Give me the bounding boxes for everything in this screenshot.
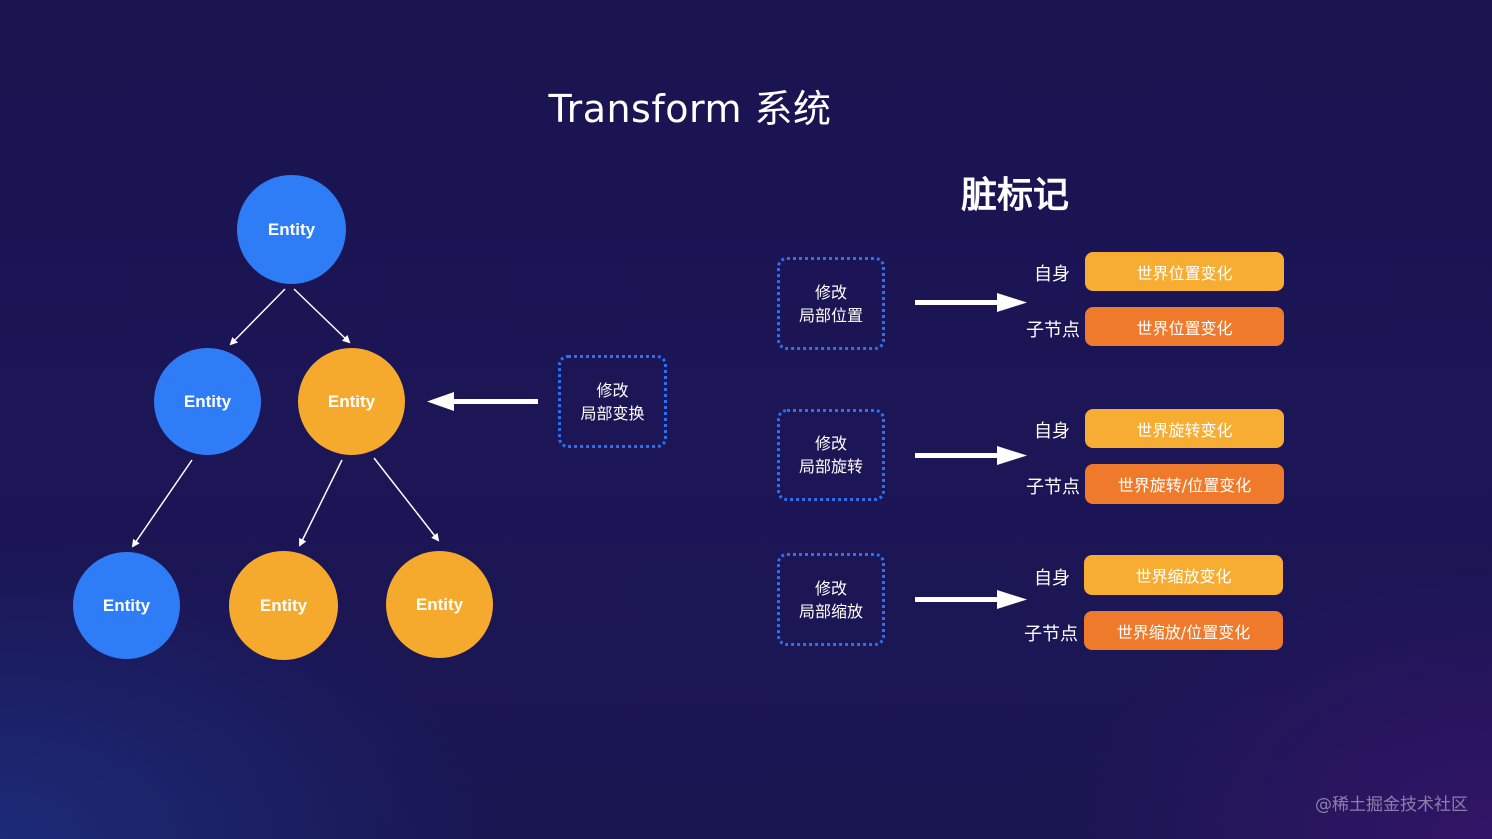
local-transform-label: 局部变换 [580, 403, 645, 423]
row3-self-label: 自身 [1034, 568, 1070, 589]
row2-action-line2: 局部旋转 [798, 457, 863, 476]
row2-action-line1: 修改 [814, 434, 847, 453]
entity-node-l2-b: Entity [229, 551, 338, 660]
row3-action-line1: 修改 [814, 578, 847, 598]
entity-node-l1-left: Entity [154, 348, 261, 455]
arrow-to-entity [427, 392, 538, 411]
edge-l1-right-l2-b [299, 459, 343, 547]
edge-l1-left-l2-a [131, 459, 193, 548]
row3-self-result: 世界缩放变化 [1084, 555, 1283, 595]
dirty-flags-title: 脏标记 [960, 175, 1069, 216]
row3-child-result: 世界缩放/位置变化 [1084, 611, 1283, 650]
arrow-row-3 [915, 590, 1027, 609]
entity-node-root: Entity [237, 175, 346, 284]
page-title: Transform 系统 [548, 87, 832, 131]
modify-local-rotation-box: 修改 局部旋转 [777, 409, 885, 501]
row2-child-label: 子节点 [1026, 477, 1080, 498]
edge-root-l1-left [229, 288, 286, 346]
row2-self-label: 自身 [1034, 421, 1070, 442]
edge-root-l1-right [293, 288, 351, 344]
modify-local-transform-box: 修改 局部变换 [558, 355, 667, 448]
row2-self-result: 世界旋转变化 [1085, 409, 1284, 448]
row1-child-label: 子节点 [1026, 320, 1080, 341]
row1-action-line1: 修改 [814, 282, 847, 302]
row1-self-label: 自身 [1034, 264, 1070, 285]
modify-label: 修改 [596, 380, 629, 400]
row1-self-result: 世界位置变化 [1085, 252, 1284, 291]
entity-node-l2-c: Entity [386, 551, 493, 658]
entity-node-l2-a: Entity [73, 552, 180, 659]
entity-node-l1-right: Entity [298, 348, 405, 455]
row1-child-result: 世界位置变化 [1085, 307, 1284, 346]
modify-local-position-box: 修改 局部位置 [777, 257, 885, 350]
edge-l1-right-l2-c [373, 457, 440, 542]
arrow-row-2 [915, 446, 1027, 465]
row3-child-label: 子节点 [1024, 624, 1078, 645]
row2-child-result: 世界旋转/位置变化 [1085, 464, 1284, 504]
watermark: @稀土掘金技术社区 [1315, 795, 1468, 815]
arrow-row-1 [915, 293, 1027, 312]
row1-action-line2: 局部位置 [798, 305, 863, 325]
modify-local-scale-box: 修改 局部缩放 [777, 553, 885, 646]
row3-action-line2: 局部缩放 [798, 601, 863, 621]
